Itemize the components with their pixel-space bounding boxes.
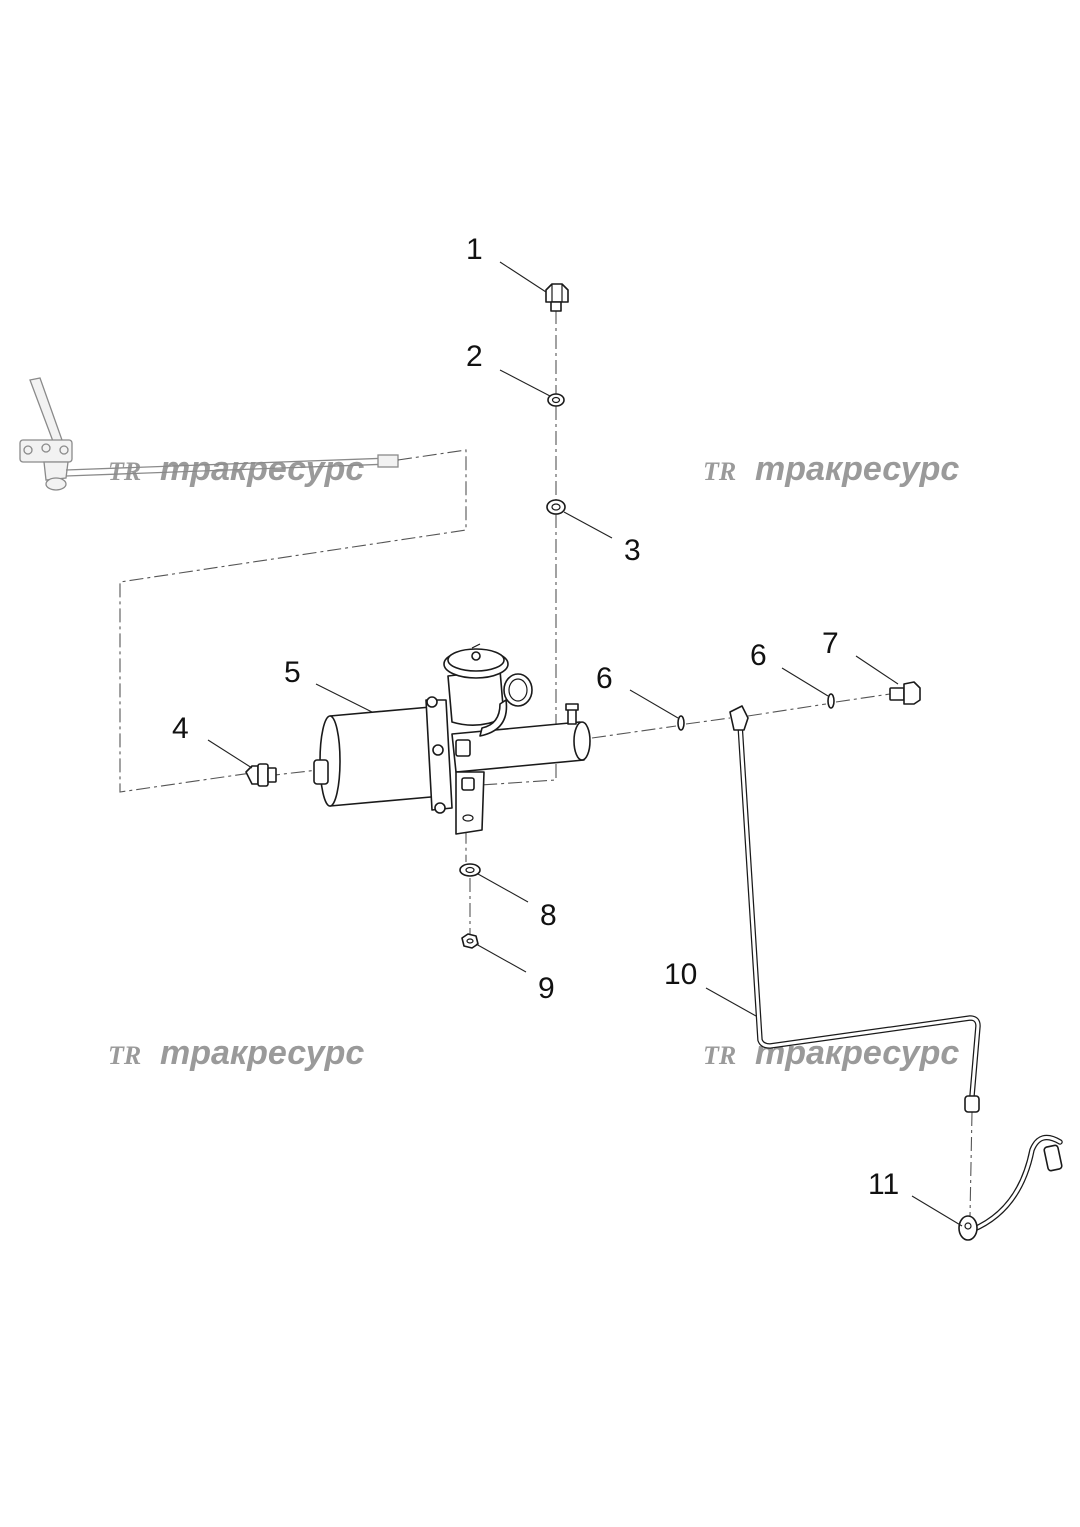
part-5-master-cylinder [313, 643, 591, 835]
part-6-o-ring-right [827, 693, 835, 709]
part-10-rigid-pipe [729, 705, 981, 1113]
callout-1: 1 [466, 233, 483, 266]
watermark-text: тракресурс [755, 1034, 959, 1072]
callout-2: 2 [466, 340, 483, 373]
callout-8: 8 [540, 899, 557, 932]
callout-4: 4 [172, 712, 189, 745]
watermark-logo: TR [108, 1041, 141, 1070]
watermark-logo: TR [108, 457, 141, 486]
part-8-washer [459, 863, 481, 877]
watermark-bottom-left: TR тракресурс [108, 1034, 364, 1072]
part-4-fitting [245, 763, 277, 787]
part-9-nut [461, 933, 479, 949]
callout-5: 5 [284, 656, 301, 689]
callout-10: 10 [664, 958, 697, 991]
callout-7: 7 [822, 627, 839, 660]
watermark-text: тракресурс [160, 1034, 364, 1072]
watermark-logo: TR [703, 457, 736, 486]
part-1-banjo-bolt [545, 283, 569, 312]
callout-6-left: 6 [596, 662, 613, 695]
callout-9: 9 [538, 972, 555, 1005]
part-2-washer [547, 393, 565, 407]
part-3-washer [546, 499, 566, 515]
callout-11: 11 [868, 1168, 899, 1201]
leader-lines [207, 261, 963, 1227]
watermark-top-left: TR тракресурс [108, 450, 364, 488]
watermark-bottom-right: TR тракресурс [703, 1034, 959, 1072]
callout-3: 3 [624, 534, 641, 567]
pedal-assembly-ghost [19, 377, 399, 491]
part-11-flexible-hose [958, 1134, 1063, 1241]
part-7-banjo-bolt [889, 681, 921, 705]
callout-6-right: 6 [750, 639, 767, 672]
watermark-top-right: TR тракресурс [703, 450, 959, 488]
watermark-logo: TR [703, 1041, 736, 1070]
callout-numbers: 1 2 3 4 5 6 6 7 8 9 10 11 [172, 233, 899, 1201]
watermark-text: тракресурс [755, 450, 959, 488]
part-6-o-ring-left [677, 715, 685, 731]
